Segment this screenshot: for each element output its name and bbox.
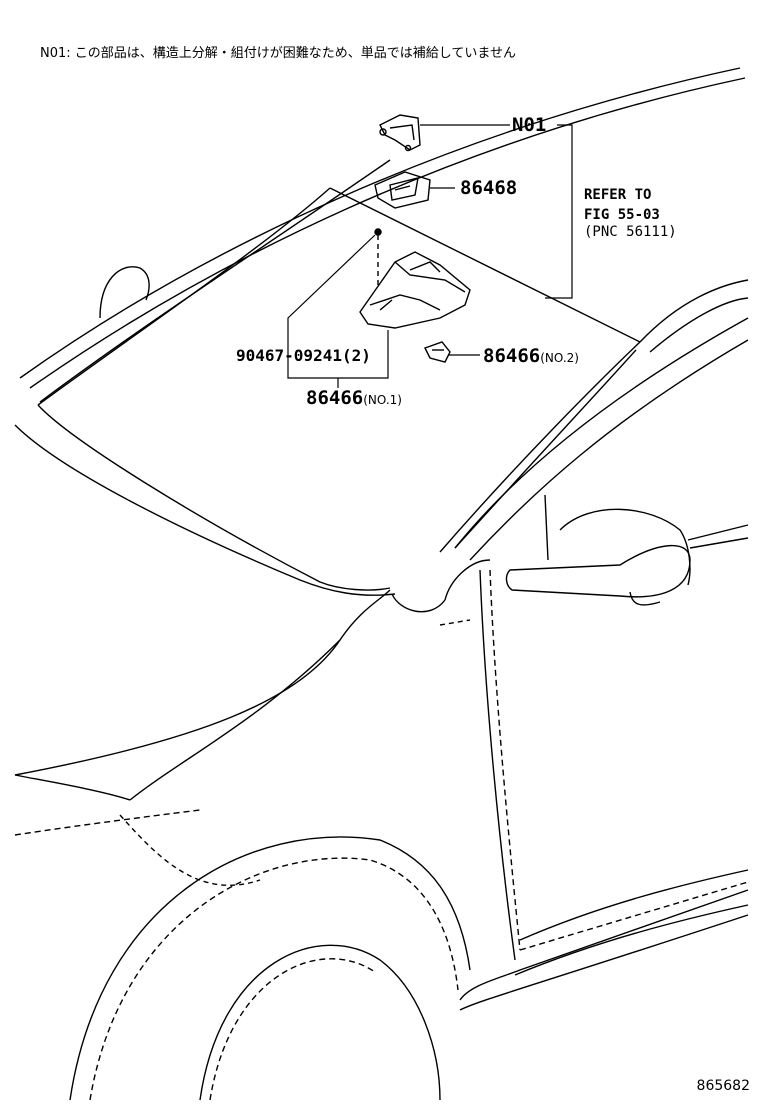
figure-id: 865682 [696,1078,750,1094]
supply-note: N01: この部品は、構造上分解・組付けが困難なため、単品では補給していません [40,46,516,61]
callout-86466-no2: 86466(NO.2) [483,345,579,367]
callout-90467-number: 90467-09241 [236,346,342,365]
callout-86466-no1-number: 86466 [306,387,364,409]
callout-90467-qty: (2) [341,346,371,365]
a-pillar [454,279,749,561]
part-86466-no2-clip [424,341,451,363]
part-n01-bracket [379,114,421,152]
refer-text-1: REFER TO [584,187,652,203]
callout-n01: N01 [512,114,547,136]
callout-86466-no1-suffix: (NO.1) [363,393,402,407]
hood-fender [14,559,521,961]
leader-lines [287,124,573,388]
callout-86466-no2-number: 86466 [483,345,541,367]
refer-text-3: (PNC 56111) [584,224,677,240]
callout-86466-no1: 86466(NO.1) [306,387,402,409]
callout-86466-no2-suffix: (NO.2) [540,351,579,365]
body-side [459,869,749,1011]
refer-text-2: FIG 55-03 [584,207,660,223]
windshield [14,187,641,596]
wheel-arch [69,836,471,1101]
callout-86468: 86468 [460,177,518,199]
part-screw [374,228,382,285]
part-86466-no1-cover [359,251,471,329]
side-mirror [505,494,749,606]
callout-90467: 90467-09241(2) [236,346,371,365]
left-fin [99,266,150,319]
part-86468-cover [374,171,431,209]
